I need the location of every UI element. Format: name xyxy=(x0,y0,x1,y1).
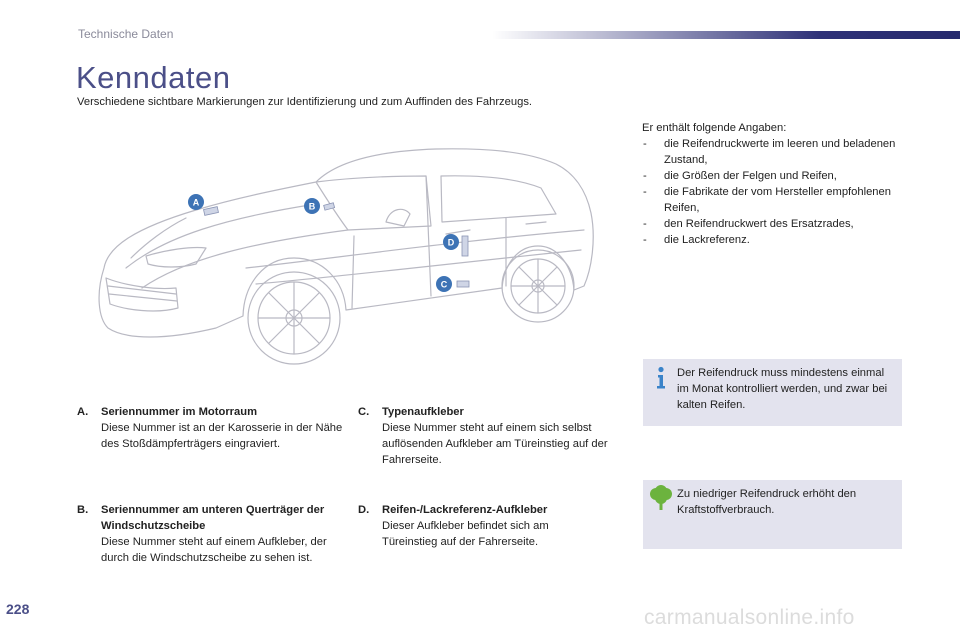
sticker-c xyxy=(456,280,470,288)
item-letter: C. xyxy=(358,406,370,418)
intro-section: Er enthält folgende Angaben: die Reifend… xyxy=(642,120,899,248)
item-desc: Diese Nummer steht auf einem sich selbst… xyxy=(382,422,608,466)
item-name: Seriennummer am unteren Querträger der W… xyxy=(101,504,325,532)
badge-a-label: A xyxy=(193,198,200,208)
sticker-d xyxy=(461,235,469,257)
badge-c-label: C xyxy=(441,280,448,290)
info-text: Der Reifendruck muss mindestens einmal i… xyxy=(677,367,888,411)
item-letter: D. xyxy=(358,504,370,516)
badge-b-label: B xyxy=(309,202,316,212)
intro-heading: Er enthält folgende Angaben: xyxy=(642,122,787,134)
badge-b xyxy=(304,198,320,214)
list-item: den Reifendruckwert des Ersatzrades, xyxy=(642,216,899,232)
car-illustration: A B C D xyxy=(98,148,594,365)
intro-list: die Reifendruckwerte im leeren und belad… xyxy=(642,136,899,248)
item-desc: Dieser Aufkleber befindet sich am Türein… xyxy=(382,520,549,548)
badge-a xyxy=(188,194,204,210)
list-item: die Größen der Felgen und Reifen, xyxy=(642,168,899,184)
watermark: carmanualsonline.info xyxy=(644,606,855,629)
header-bar xyxy=(492,31,960,39)
item-desc: Diese Nummer ist an der Karosserie in de… xyxy=(101,422,343,450)
item-name: Typenaufkleber xyxy=(382,406,464,418)
page-title: Kenndaten xyxy=(76,60,231,95)
page-subtitle: Verschiedene sichtbare Markierungen zur … xyxy=(77,96,533,108)
list-item: die Fabrikate der vom Hersteller empfohl… xyxy=(642,184,899,216)
item-letter: A. xyxy=(77,406,89,418)
page-number: 228 xyxy=(6,601,30,617)
badge-d-label: D xyxy=(448,238,455,248)
list-item: die Lackreferenz. xyxy=(642,232,899,248)
section-header: Technische Daten xyxy=(78,27,174,41)
list-item: die Reifendruckwerte im leeren und belad… xyxy=(642,136,899,168)
item-desc: Diese Nummer steht auf einem Aufkleber, … xyxy=(101,536,327,564)
eco-box: Zu niedriger Reifendruck erhöht den Kraf… xyxy=(643,480,902,549)
item-letter: B. xyxy=(77,504,89,516)
badge-d xyxy=(443,234,459,250)
item-name: Seriennummer im Motorraum xyxy=(101,406,258,418)
sticker-b xyxy=(323,202,336,211)
eco-tree-icon xyxy=(650,485,672,510)
info-box: Der Reifendruck muss mindestens einmal i… xyxy=(643,359,902,426)
item-name: Reifen-/Lackreferenz-Aufkleber xyxy=(382,504,548,516)
eco-text: Zu niedriger Reifendruck erhöht den Kraf… xyxy=(677,488,857,516)
sticker-a xyxy=(203,206,219,216)
info-icon xyxy=(657,366,665,389)
badge-c xyxy=(436,276,452,292)
